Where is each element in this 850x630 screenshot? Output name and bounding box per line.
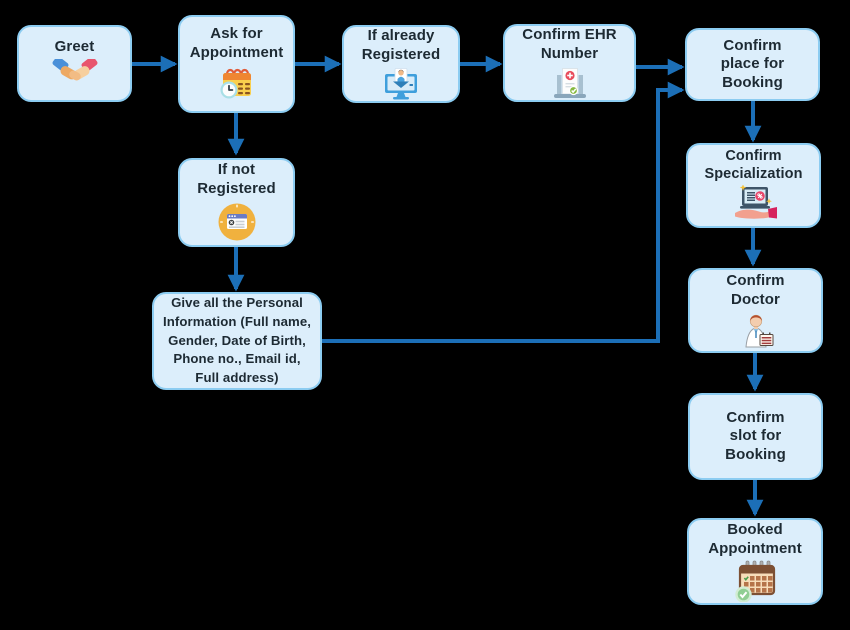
node-ehr-label: Confirm EHR Number <box>522 26 617 62</box>
laptop-medical-icon <box>553 67 586 98</box>
node-notreg-label: If not Registered <box>197 160 276 197</box>
node-slot-label: Confirm slot for Booking <box>725 408 786 463</box>
node-personal-label: Give all the Personal Information (Full … <box>162 295 312 386</box>
node-ask-label: Ask for Appointment <box>189 25 284 61</box>
node-place-label: Confirm place for Booking <box>720 36 785 91</box>
node-give-personal-information: Give all the Personal Information (Full … <box>152 292 322 390</box>
node-booked-label: Booked Appointment <box>708 520 802 557</box>
connector-personal-place <box>322 81 685 343</box>
monitor-user-icon <box>385 67 417 100</box>
node-greet-label: Greet <box>54 38 95 56</box>
node-confirm-place-for-booking: Confirm place for Booking <box>685 28 820 101</box>
node-spec-label: Confirm Specialization <box>704 147 803 182</box>
calendar-clock-icon <box>220 68 251 99</box>
node-booked-appointment: Booked Appointment <box>687 518 823 605</box>
node-confirm-doctor: Confirm Doctor <box>688 268 823 353</box>
node-if-not-registered: If not Registered <box>178 158 295 247</box>
node-ask-for-appointment: Ask for Appointment <box>178 15 295 113</box>
handshake-icon <box>52 58 97 81</box>
node-already-label: If already Registered <box>361 27 441 63</box>
node-doctor-label: Confirm Doctor <box>726 271 785 308</box>
node-confirm-ehr-number: Confirm EHR Number <box>503 24 636 102</box>
node-confirm-slot-for-booking: Confirm slot for Booking <box>688 393 823 480</box>
browser-circle-icon <box>218 203 255 241</box>
node-if-already-registered: If already Registered <box>342 25 460 103</box>
laptop-hand-icon <box>734 185 777 220</box>
node-greet: Greet <box>17 25 132 102</box>
doctor-icon <box>744 314 773 348</box>
node-confirm-specialization: Confirm Specialization <box>686 143 821 228</box>
calendar-check-icon <box>735 560 776 603</box>
